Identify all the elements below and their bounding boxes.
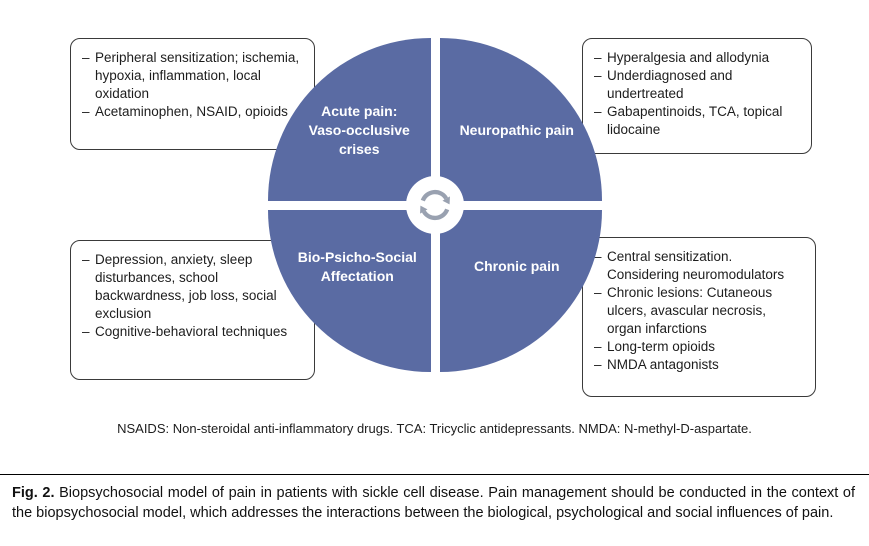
list-item-text: Peripheral sensitization; ischemia, hypo… — [95, 50, 300, 101]
divider-line — [0, 474, 869, 475]
quadrant-label: Neuropathic pain — [459, 121, 574, 138]
callout-neuropathic-pain: – Hyperalgesia and allodynia – Underdiag… — [582, 38, 812, 154]
list-item-text: Long-term opioids — [607, 338, 716, 354]
list-item-text: Hyperalgesia and allodynia — [607, 50, 770, 65]
dash-bullet: – — [594, 356, 602, 372]
list-item: – Cognitive-behavioral techniques — [82, 323, 303, 341]
dash-bullet: – — [82, 50, 90, 65]
dash-bullet: – — [594, 284, 602, 300]
list-item: – Peripheral sensitization; ischemia, hy… — [82, 49, 303, 103]
quadrant-chronic-pain: Chronic pain — [439, 209, 602, 372]
list-item-text: Depression, anxiety, sleep disturbances,… — [95, 252, 277, 321]
circular-arrows-icon — [420, 189, 450, 221]
list-item: – NMDA antagonists — [594, 356, 804, 374]
quadrant-label: Acute pain: Vaso-occlusive crises — [308, 102, 410, 157]
list-item: – Central sensitization. Considering neu… — [594, 248, 804, 284]
callout-biopsychosocial: – Depression, anxiety, sleep disturbance… — [70, 240, 315, 380]
quadrant-biopsychosocial: Bio-Psicho-Social Affectation — [268, 209, 431, 372]
list-item: – Underdiagnosed and undertreated — [594, 67, 800, 103]
quadrant-acute-pain: Acute pain: Vaso-occlusive crises — [268, 38, 431, 201]
dash-bullet: – — [82, 252, 90, 267]
dash-bullet: – — [594, 103, 602, 119]
list-item: – Gabapentinoids, TCA, topical lidocaine — [594, 103, 800, 139]
list-item-text: Cognitive-behavioral techniques — [95, 323, 288, 339]
list-item: – Acetaminophen, NSAID, opioids — [82, 103, 303, 121]
list-item: – Chronic lesions: Cutaneous ulcers, ava… — [594, 284, 804, 338]
list-item: – Hyperalgesia and allodynia — [594, 49, 800, 67]
figure-number-label: Fig. 2. — [12, 485, 55, 501]
list-item-text: Central sensitization. Considering neuro… — [607, 249, 785, 282]
callout-chronic-pain: – Central sensitization. Considering neu… — [582, 237, 816, 397]
cycle-center-badge — [406, 176, 464, 234]
pain-cycle-circle: Acute pain: Vaso-occlusive crises Neurop… — [268, 38, 602, 372]
dash-bullet: – — [594, 249, 602, 264]
dash-bullet: – — [82, 103, 90, 119]
list-item-text: Acetaminophen, NSAID, opioids — [95, 103, 288, 119]
callout-acute-pain: – Peripheral sensitization; ischemia, hy… — [70, 38, 315, 150]
list-item-text: Chronic lesions: Cutaneous ulcers, avasc… — [607, 284, 773, 336]
list-item-text: NMDA antagonists — [607, 356, 719, 372]
list-item: – Long-term opioids — [594, 338, 804, 356]
list-item: – Depression, anxiety, sleep disturbance… — [82, 251, 303, 323]
dash-bullet: – — [594, 50, 602, 65]
figure-caption: Fig. 2. Biopsychosocial model of pain in… — [12, 483, 855, 523]
list-item-text: Underdiagnosed and undertreated — [607, 67, 733, 101]
quadrant-neuropathic-pain: Neuropathic pain — [439, 38, 602, 201]
dash-bullet: – — [594, 67, 602, 83]
dash-bullet: – — [594, 338, 602, 354]
abbreviations-footnote: NSAIDS: Non-steroidal anti-inflammatory … — [117, 421, 752, 436]
dash-bullet: – — [82, 323, 90, 339]
list-item-text: Gabapentinoids, TCA, topical lidocaine — [607, 103, 783, 137]
quadrant-label: Bio-Psicho-Social Affectation — [297, 248, 417, 284]
quadrant-label: Chronic pain — [473, 258, 560, 275]
figure-caption-text: Biopsychosocial model of pain in patient… — [12, 485, 856, 521]
